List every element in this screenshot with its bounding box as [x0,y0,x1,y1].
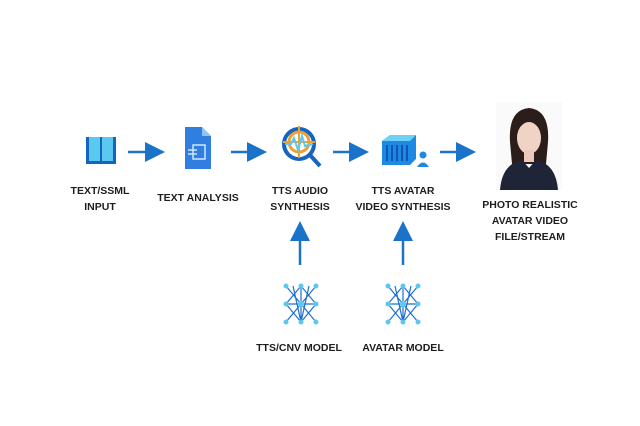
container-user-icon [382,135,429,167]
audio-search-icon [282,126,322,168]
audio-label: TTS AUDIO SYNTHESIS [270,185,330,213]
analysis-label: TEXT ANALYSIS [157,192,239,204]
book-icon [86,137,116,164]
avatar-model-label: AVATAR MODEL [362,342,444,354]
video-label: TTS AVATAR VIDEO SYNTHESIS [355,185,451,213]
document-icon [185,127,211,169]
avatar-photo [496,102,562,190]
input-label: TEXT/SSML INPUT [70,185,130,213]
output-label: PHOTO REALISTIC AVATAR VIDEO FILE/STREAM [482,199,578,243]
tts-model-network-icon [283,283,319,325]
tts-model-label: TTS/CNV MODEL [256,342,342,354]
avatar-model-network-icon [385,283,421,325]
